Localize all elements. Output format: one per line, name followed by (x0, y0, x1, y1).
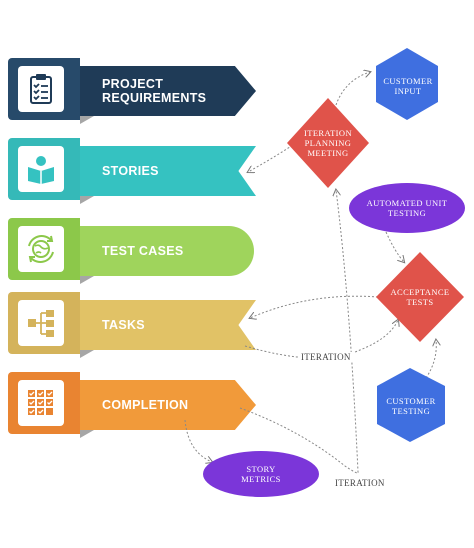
step-project-requirements: PROJECT REQUIREMENTS (8, 58, 256, 124)
automated-unit-testing-ellipse (349, 183, 465, 233)
connector-completion-to-story-metrics (184, 419, 212, 462)
connector-acceptance-to-tasks (250, 295, 379, 318)
step-label: TEST CASES (80, 226, 254, 276)
step-stories: STORIES (8, 138, 256, 204)
iteration-planning-diamond (287, 98, 369, 188)
iteration-planning-label: ITERATION PLANNING MEETING (304, 128, 352, 158)
automated-unit-testing-label: AUTOMATED UNIT TESTING (366, 198, 448, 218)
customer-input-hexagon (376, 48, 438, 120)
step-tasks: TASKS (8, 292, 256, 358)
person-reading-icon (18, 146, 64, 192)
connector-iteration-to-customer-input (335, 72, 370, 106)
iteration-label: ITERATION (332, 478, 388, 488)
connector-iteration-to-stories (248, 142, 297, 172)
globe-cycle-icon (18, 226, 64, 272)
step-completion: COMPLETION (8, 372, 256, 438)
acceptance-tests-label: ACCEPTANCE TESTS (390, 287, 450, 307)
acceptance-tests-diamond (376, 252, 464, 342)
story-metrics-label: STORY METRICS (241, 464, 281, 484)
customer-testing-hexagon (377, 368, 445, 442)
iteration-label: ITERATION (298, 352, 354, 362)
customer-testing-label: CUSTOMER TESTING (386, 396, 436, 416)
customer-input-label: CUSTOMER INPUT (383, 76, 433, 96)
step-label: COMPLETION (80, 380, 256, 430)
step-test-cases: TEST CASES (8, 218, 254, 284)
step-label: TASKS (80, 300, 256, 350)
connector-customer-testing-to-acceptance (425, 340, 436, 379)
connector-tasks-to-acceptance (244, 320, 398, 359)
step-label: PROJECT REQUIREMENTS (80, 66, 256, 116)
story-metrics-ellipse (203, 451, 319, 497)
step-label: STORIES (80, 146, 256, 196)
connector-completion-to-iteration-planning (239, 190, 359, 474)
hierarchy-icon (18, 300, 64, 346)
connector-automated-to-acceptance (385, 231, 404, 262)
clipboard-checklist-icon (18, 66, 64, 112)
grid-checkmarks-icon (18, 380, 64, 426)
